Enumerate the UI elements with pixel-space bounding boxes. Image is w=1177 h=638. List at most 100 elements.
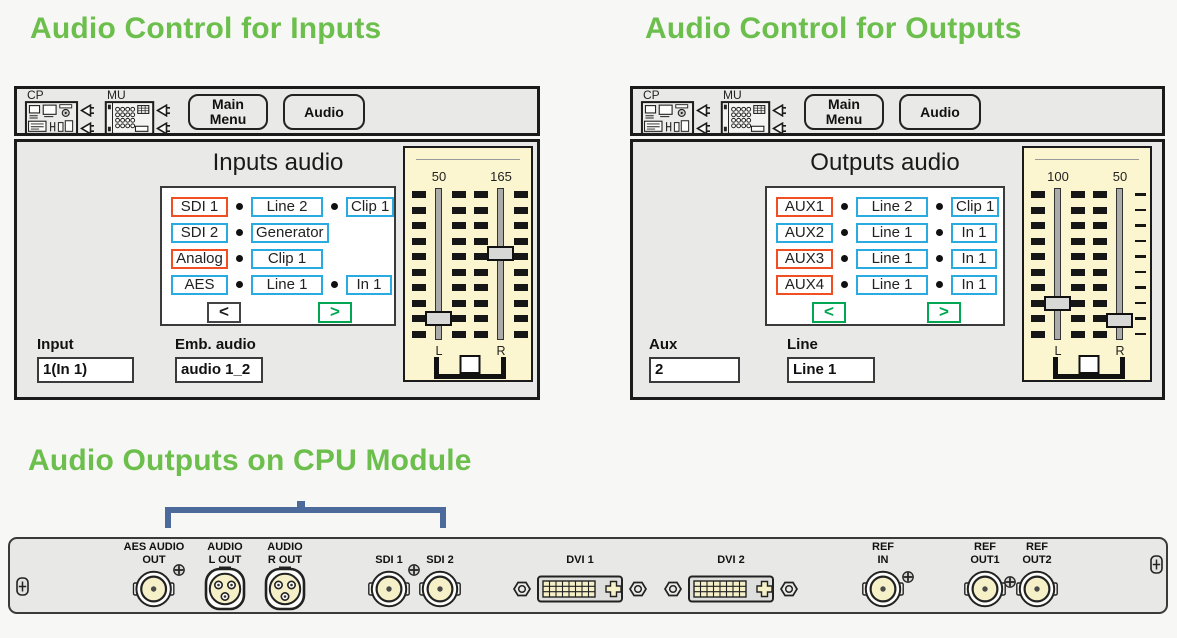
meter-segment: [514, 284, 528, 291]
matrix-cell[interactable]: AUX3: [776, 248, 833, 269]
fader-handle[interactable]: [1044, 296, 1071, 311]
input-value-field[interactable]: 1(In 1): [37, 357, 134, 383]
matrix-cell[interactable]: Line 2: [856, 196, 928, 217]
matrix-cell[interactable]: Line 1: [856, 248, 928, 269]
matrix-row: Analog Clip 1: [171, 248, 394, 269]
balance-bracket: [1053, 355, 1125, 379]
matrix-cell[interactable]: Analog: [171, 248, 228, 269]
plug-arrow-icon: [155, 103, 171, 122]
next-arrow-button[interactable]: >: [318, 302, 352, 323]
meter-segment: [412, 299, 426, 307]
matrix-cell[interactable]: Clip 1: [251, 248, 323, 269]
matrix-cell[interactable]: In 1: [951, 274, 997, 295]
bullet-dot: [841, 203, 848, 210]
emb-audio-field-group: Emb. audio audio 1_2: [175, 336, 263, 383]
meter-segment: [1135, 193, 1146, 196]
fader-track[interactable]: [1054, 188, 1061, 340]
fader-track[interactable]: [497, 188, 504, 340]
matrix-cell[interactable]: Line 1: [856, 274, 928, 295]
bullet-dot: [236, 203, 243, 210]
cp-device: CP: [24, 89, 95, 136]
sdi-1-connector: SDI 1: [368, 541, 410, 611]
audio-button[interactable]: Audio: [899, 94, 981, 130]
main-menu-button[interactable]: Main Menu: [804, 94, 884, 130]
balance-knob[interactable]: [1078, 355, 1100, 374]
main-menu-button[interactable]: Main Menu: [188, 94, 268, 130]
fader-handle[interactable]: [425, 311, 452, 327]
fader-handle[interactable]: [487, 245, 514, 261]
fader-handle[interactable]: [1106, 312, 1133, 328]
connector-label: REF: [1026, 541, 1048, 553]
matrix-cell[interactable]: AUX4: [776, 274, 833, 295]
matrix-cell[interactable]: In 1: [951, 222, 997, 243]
mu-device-icon: [104, 101, 155, 135]
channel-label-left: L: [1054, 344, 1062, 358]
meter-segment: [514, 237, 528, 245]
mu-device-icon: [720, 101, 771, 135]
prev-arrow-button[interactable]: <: [812, 302, 846, 323]
bullet-dot: [841, 229, 848, 236]
meter-segment: [474, 206, 488, 214]
meter-segment: [514, 330, 528, 338]
connector-label: AES AUDIO: [123, 541, 185, 553]
meter-segment: [452, 222, 466, 229]
meter-segment: [514, 191, 528, 198]
matrix-cell[interactable]: Generator: [251, 222, 329, 243]
prev-arrow-button[interactable]: <: [207, 302, 241, 323]
meter-segment: [452, 299, 466, 307]
matrix-cell[interactable]: AES: [171, 274, 228, 295]
matrix-cell[interactable]: AUX2: [776, 222, 833, 243]
bullet-dot: [936, 255, 943, 262]
matrix-cell[interactable]: Clip 1: [346, 196, 394, 217]
fader-value-left: 100: [1047, 169, 1069, 184]
matrix-row: AUX3 Line 1 In 1: [776, 248, 1003, 269]
connector-label: SDI 2: [426, 553, 454, 566]
meter-segment: [1135, 286, 1146, 289]
fader-track[interactable]: [435, 188, 442, 340]
matrix-cell[interactable]: AUX1: [776, 196, 833, 217]
meter-segment: [1093, 191, 1107, 198]
plug-arrow-icon: [771, 121, 787, 140]
matrix-cell[interactable]: Line 1: [856, 222, 928, 243]
matrix-cell[interactable]: Line 1: [251, 274, 323, 295]
matrix-cell[interactable]: In 1: [951, 248, 997, 269]
screw-icon: [408, 564, 420, 576]
matrix-cell[interactable]: Line 2: [251, 196, 323, 217]
bullet-dot: [841, 281, 848, 288]
meter-segment: [412, 315, 426, 322]
matrix-row: SDI 1 Line 2 Clip 1: [171, 196, 394, 217]
bnc-connector-icon: [1016, 567, 1058, 611]
matrix-row: SDI 2 Generator: [171, 222, 394, 243]
connector-label: OUT: [142, 553, 166, 566]
meter-segment: [1071, 284, 1085, 291]
matrix-cell[interactable]: SDI 2: [171, 222, 228, 243]
meter-segment: [1093, 237, 1107, 245]
meter-segment: [474, 191, 488, 198]
field-label: Emb. audio: [175, 336, 256, 353]
matrix-cell[interactable]: SDI 1: [171, 196, 228, 217]
matrix-cell[interactable]: In 1: [346, 274, 392, 295]
bnc-connector-icon: [964, 567, 1006, 611]
audio-button[interactable]: Audio: [283, 94, 365, 130]
plug-arrow-icon: [155, 121, 171, 140]
connector-label: OUT1: [970, 553, 1000, 566]
meter-segment: [1031, 315, 1045, 322]
fader-left: [1030, 188, 1086, 344]
next-arrow-button[interactable]: >: [927, 302, 961, 323]
meter-segment: [1135, 224, 1146, 227]
meter-segment: [1071, 222, 1085, 229]
emb-audio-value-field[interactable]: audio 1_2: [175, 357, 263, 383]
balance-knob[interactable]: [459, 355, 481, 374]
aux-value-field[interactable]: 2: [649, 357, 740, 383]
matrix-cell[interactable]: Clip 1: [951, 196, 1000, 217]
meter-segment: [1031, 237, 1045, 245]
fader-value-left: 50: [431, 169, 447, 184]
meter-segment: [1071, 330, 1085, 338]
line-value-field[interactable]: Line 1: [787, 357, 875, 383]
fader-track[interactable]: [1116, 188, 1123, 340]
fader-right: [1092, 188, 1148, 344]
